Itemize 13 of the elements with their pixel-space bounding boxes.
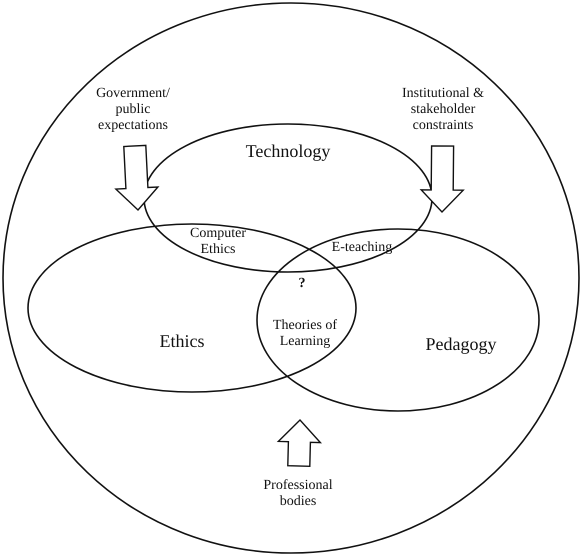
set-label: Technology <box>244 141 332 162</box>
caption-text: Professional bodies <box>248 478 348 510</box>
set-label: Pedagogy <box>424 334 498 355</box>
caption-text: Government/ public expectations <box>83 86 183 134</box>
block-arrow <box>276 418 322 468</box>
block-arrow <box>420 145 465 214</box>
region-label: Theories of Learning <box>272 318 338 350</box>
region-label: E-teaching <box>330 240 394 256</box>
region-label: ? <box>298 276 306 292</box>
set-label: Ethics <box>158 331 206 352</box>
caption-text: Institutional & stakeholder constraints <box>383 86 503 134</box>
region-label: Computer Ethics <box>189 226 247 258</box>
block-arrow <box>114 144 160 212</box>
